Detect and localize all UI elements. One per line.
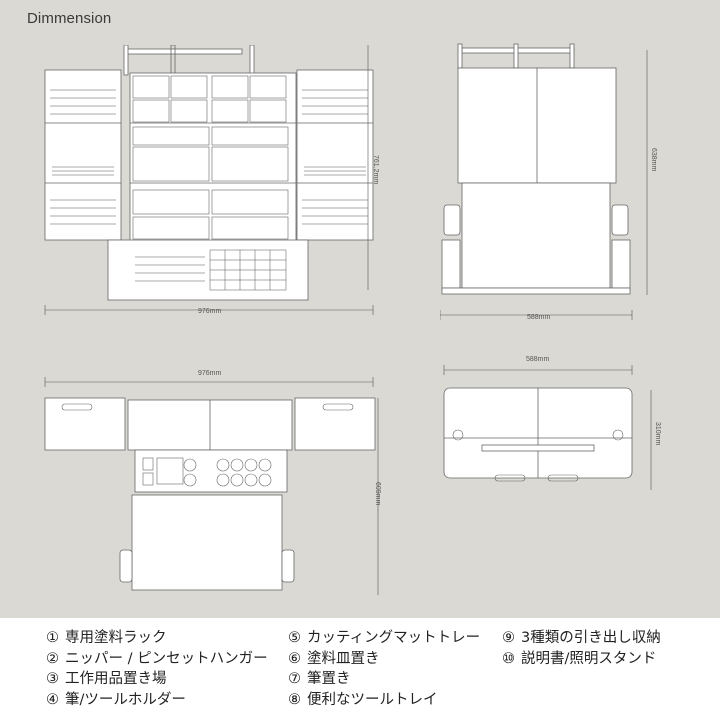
- dimension-panel: Dimmension: [0, 0, 720, 618]
- top-open-view-drawing: 976mm 609mm: [40, 370, 381, 600]
- front-height-label: 761.2mm: [372, 155, 379, 185]
- front-width-label: 976mm: [198, 308, 222, 315]
- top-closed-height-label: 310mm: [654, 422, 661, 446]
- top-closed-view-drawing: 588mm 310mm: [440, 350, 670, 490]
- page-title: Dimmension: [27, 10, 112, 27]
- top-closed-width-label: 588mm: [526, 356, 550, 363]
- side-width-label: 588mm: [527, 314, 551, 321]
- top-open-width-label: 976mm: [198, 370, 222, 377]
- top-open-height-label: 609mm: [374, 482, 381, 506]
- front-view-drawing: 976mm 761.2mm: [40, 45, 380, 320]
- side-view-drawing: 588mm 638mm: [440, 40, 670, 325]
- side-height-label: 638mm: [650, 148, 657, 172]
